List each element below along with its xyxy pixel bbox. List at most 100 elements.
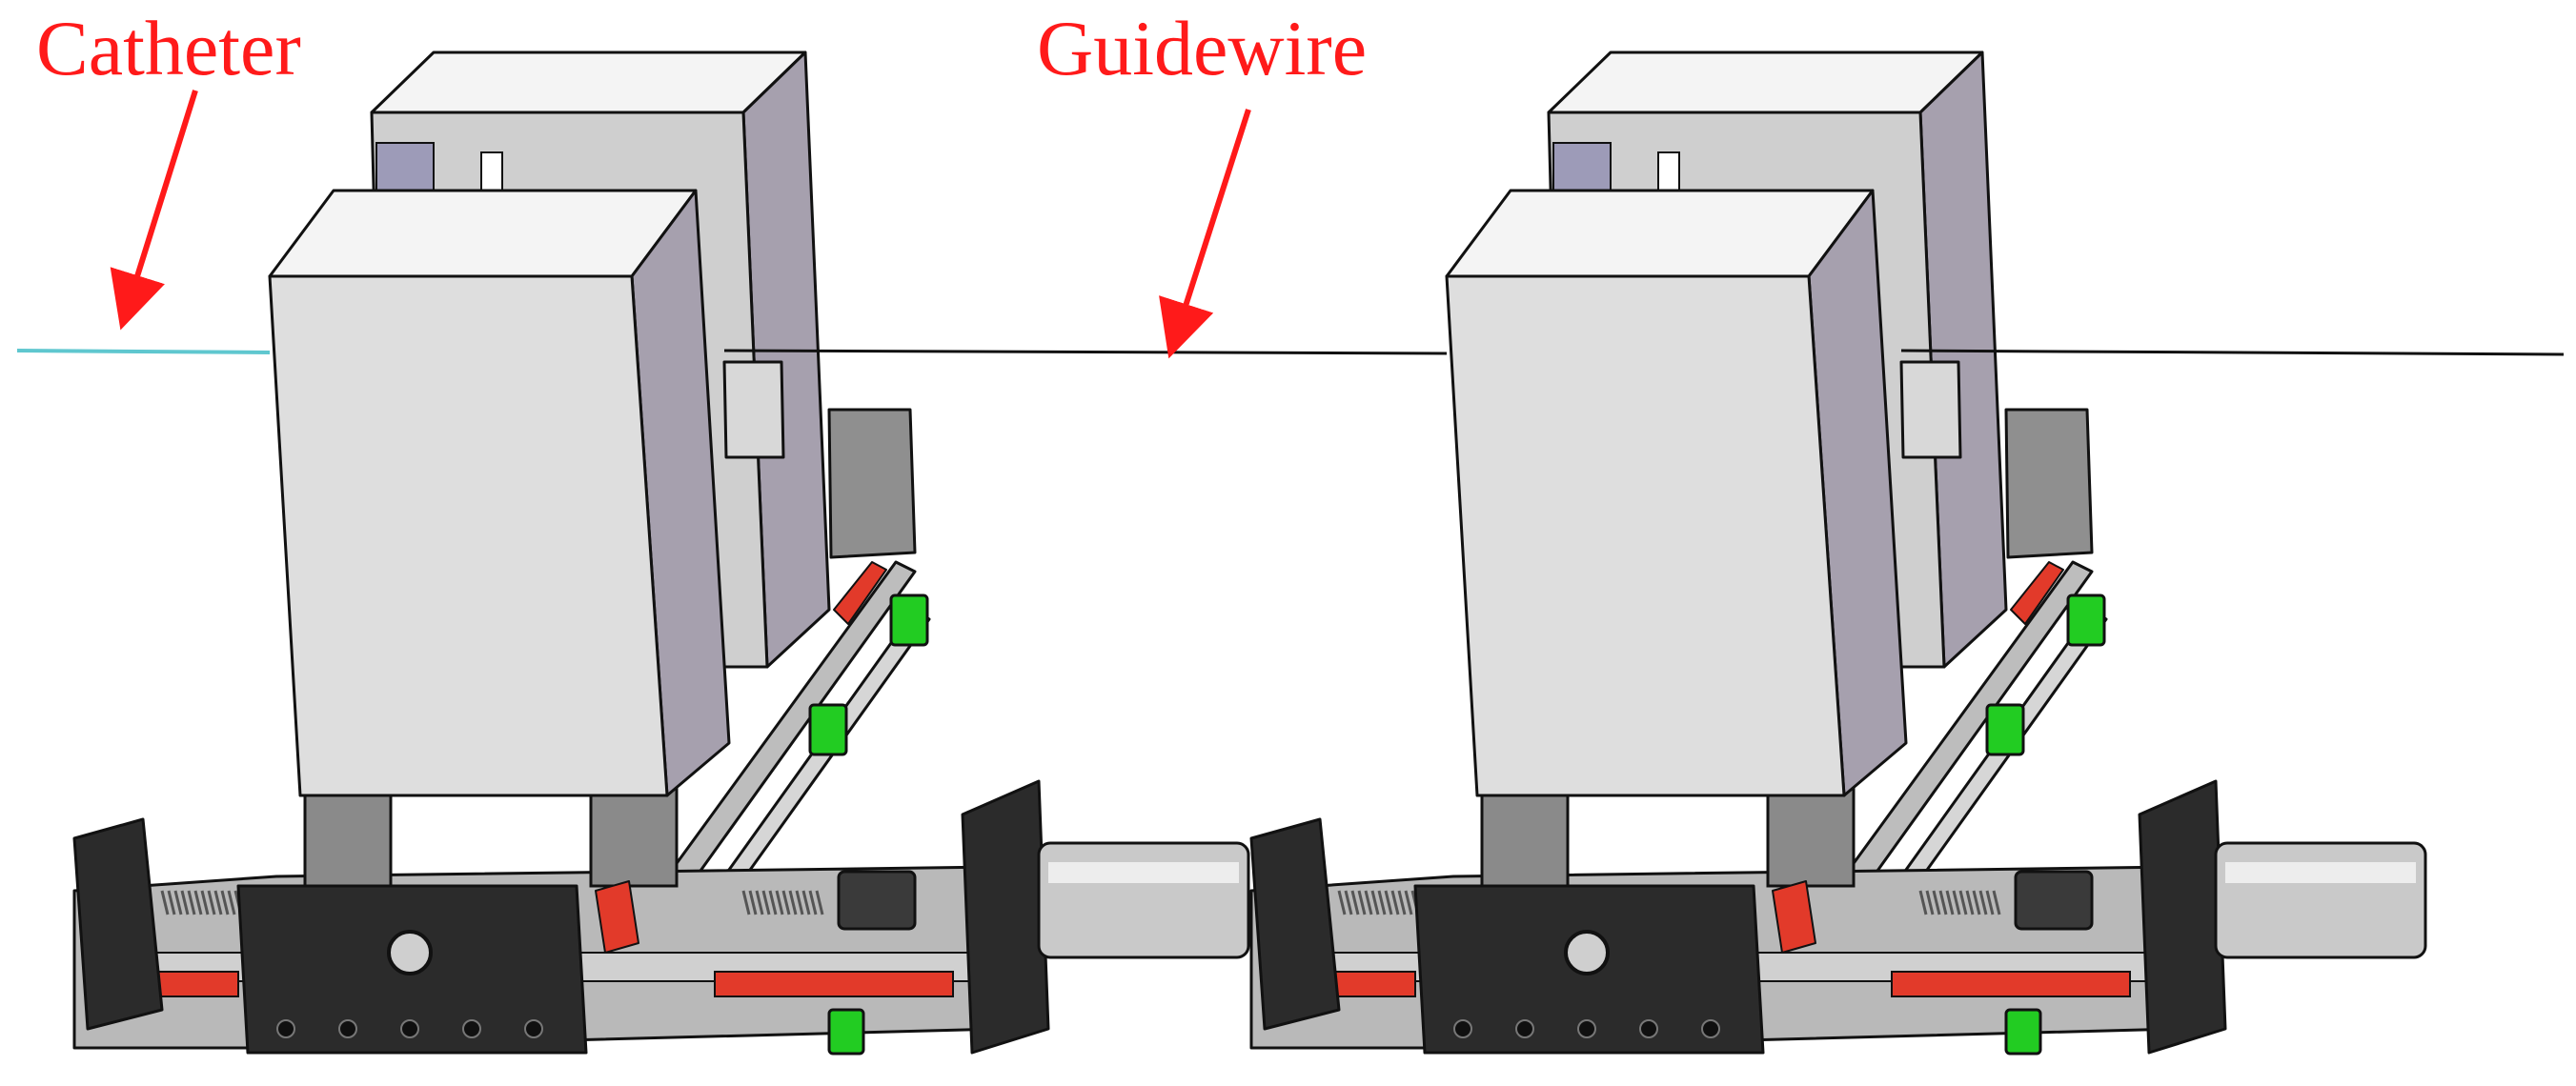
screw-thread (781, 890, 791, 915)
carriage-bolt (462, 1019, 481, 1038)
screw-thread (1985, 890, 1995, 915)
rear-red-strip (2010, 561, 2064, 625)
knob-middle (808, 703, 848, 756)
screw-thread (1925, 890, 1935, 915)
carriage-bolt (276, 1019, 295, 1038)
screw-thread (808, 890, 818, 915)
screw-thread (167, 890, 176, 915)
screw-thread (1952, 890, 1961, 915)
rear-housing-window (1552, 142, 1612, 191)
left-end-plate (1249, 817, 1341, 1031)
screw-thread (1364, 890, 1373, 915)
rear-bracket (2004, 408, 2094, 559)
screw-thread (795, 890, 804, 915)
motor-highlight (1048, 862, 1239, 883)
front-housing-front (1445, 274, 1846, 797)
screw-thread (1357, 890, 1367, 915)
screw-thread (1938, 890, 1948, 915)
coupler (2014, 870, 2094, 931)
screw-thread (815, 890, 824, 915)
screw-thread (193, 890, 203, 915)
screw-thread (1397, 890, 1407, 915)
front-housing-top (1445, 189, 1875, 278)
catheter-line (16, 349, 271, 354)
support-block-left (303, 779, 393, 888)
screw-thread (1965, 890, 1975, 915)
screw-thread (1344, 890, 1353, 915)
screw-thread (801, 890, 811, 915)
carriage-bolt-center (1564, 930, 1610, 975)
carriage-bolt (1453, 1019, 1472, 1038)
red-strip-right (714, 971, 954, 997)
screw-thread (1978, 890, 1988, 915)
screw-thread (1390, 890, 1400, 915)
screw-thread (200, 890, 210, 915)
rear-housing-top (370, 50, 807, 114)
lead-screw (160, 890, 824, 915)
clamp-block (1899, 360, 1962, 459)
carriage-bolt (524, 1019, 543, 1038)
screw-thread (1337, 890, 1347, 915)
screw-thread (1384, 890, 1393, 915)
carriage-bolt-center (387, 930, 433, 975)
rear-housing-top (1547, 50, 1984, 114)
screw-thread (1972, 890, 1981, 915)
screw-thread (775, 890, 784, 915)
left-end-plate (72, 817, 164, 1031)
rear-bracket (827, 408, 917, 559)
screw-thread (1918, 890, 1928, 915)
support-block-right (589, 779, 679, 888)
rear-red-strip (833, 561, 887, 625)
screw-thread (755, 890, 764, 915)
front-housing-front (268, 274, 669, 797)
guidewire-unit (1249, 50, 2427, 1056)
screw-thread (227, 890, 236, 915)
carriage-bolt (338, 1019, 357, 1038)
screw-thread (748, 890, 758, 915)
support-red-strip (1772, 880, 1816, 954)
screw-thread (187, 890, 196, 915)
screw-thread (1932, 890, 1941, 915)
guidewire-line-right (1900, 349, 2565, 356)
carriage-bolt (400, 1019, 419, 1038)
screw-thread (213, 890, 223, 915)
motor-body (2214, 841, 2427, 959)
knob-bottom (2004, 1008, 2042, 1056)
guidewire-label: Guidewire (1037, 5, 1368, 91)
front-housing-top (268, 189, 698, 278)
knob-rear (2066, 593, 2106, 647)
knob-middle (1985, 703, 2025, 756)
catheter-unit (72, 50, 1250, 1056)
red-strip-right (1891, 971, 2131, 997)
screw-thread (768, 890, 778, 915)
screw-thread (1992, 890, 2001, 915)
knob-bottom (827, 1008, 865, 1056)
screw-thread (788, 890, 798, 915)
screw-thread (220, 890, 230, 915)
screw-thread (1404, 890, 1413, 915)
guidewire-arrow (1159, 109, 1251, 359)
carriage-bolt (1515, 1019, 1534, 1038)
motor-body (1037, 841, 1250, 959)
screw-thread (741, 890, 751, 915)
rear-housing-window (375, 142, 435, 191)
screw-thread (173, 890, 183, 915)
motor-highlight (2225, 862, 2416, 883)
coupler (837, 870, 917, 931)
screw-thread (1350, 890, 1360, 915)
rear-housing-connector (480, 151, 503, 191)
carriage-bolt (1639, 1019, 1658, 1038)
rear-housing-connector (1657, 151, 1680, 191)
catheter-arrow (110, 90, 198, 331)
catheter-label: Catheter (36, 5, 301, 91)
screw-thread (207, 890, 216, 915)
screw-thread (1945, 890, 1955, 915)
screw-thread (761, 890, 771, 915)
guidewire-line-middle (723, 349, 1448, 355)
screw-thread (160, 890, 170, 915)
carriage-bolt (1701, 1019, 1720, 1038)
support-block-left (1480, 779, 1570, 888)
right-end-plate (961, 779, 1050, 1055)
